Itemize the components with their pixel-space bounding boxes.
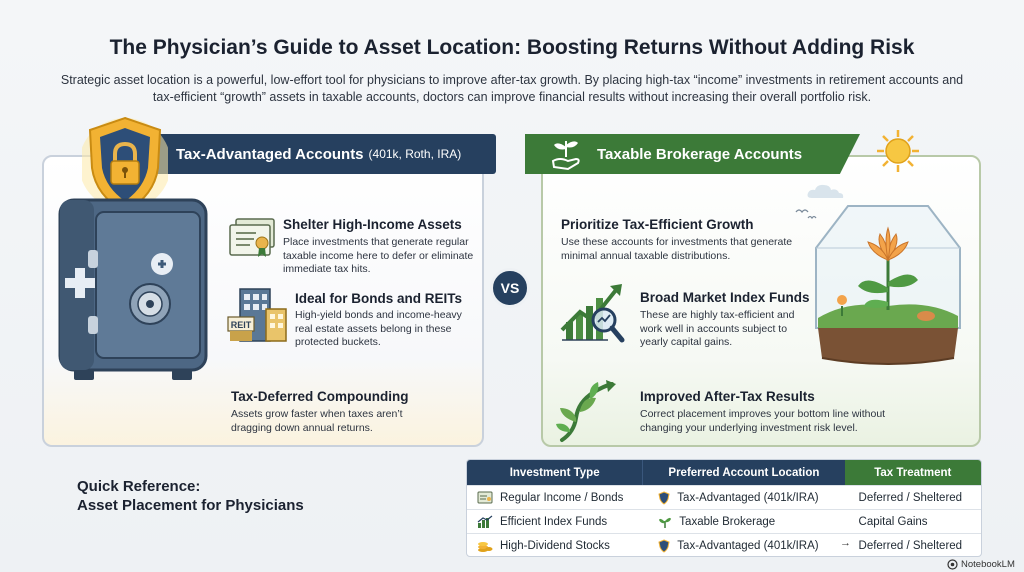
row3-arrow-icon: → <box>840 537 851 549</box>
right-item-1-heading: Prioritize Tax-Efficient Growth <box>561 217 754 232</box>
right-item-3-heading: Improved After-Tax Results <box>640 389 815 404</box>
row2-type: Efficient Index Funds <box>500 515 608 528</box>
page-title: The Physician’s Guide to Asset Location:… <box>109 36 915 59</box>
table-row: Regular Income / Bonds Tax-Advantaged (4… <box>467 485 981 509</box>
coin-stack-icon <box>477 539 493 553</box>
row1-location: Tax-Advantaged (401k/IRA) <box>677 491 819 504</box>
quick-reference-title-line1: Quick Reference: <box>77 478 201 495</box>
left-item-1-body: Place investments that generate regular … <box>283 236 474 275</box>
row2-treatment: Capital Gains <box>858 515 928 528</box>
tax-advantaged-title-suffix: (401k, Roth, IRA) <box>368 147 462 161</box>
reit-building-icon: REIT <box>227 288 287 342</box>
row3-location: Tax-Advantaged (401k/IRA) <box>677 539 819 552</box>
table-row: High-Dividend Stocks Tax-Advantaged (401… <box>467 533 981 556</box>
hand-plant-icon <box>551 141 580 171</box>
left-item-1-heading: Shelter High-Income Assets <box>283 217 462 232</box>
right-item-2-heading: Broad Market Index Funds <box>640 290 810 305</box>
tax-advantaged-banner: Tax-Advantaged Accounts (401k, Roth, IRA… <box>150 134 496 174</box>
header-preferred-location: Preferred Account Location <box>642 460 845 485</box>
row2-location: Taxable Brokerage <box>679 515 776 528</box>
notebooklm-logo-icon <box>947 559 958 570</box>
sprout-vine-icon <box>556 380 616 442</box>
notebooklm-badge: NotebookLM <box>947 559 1015 570</box>
right-item-2-body: These are highly tax-efficient and work … <box>640 309 795 348</box>
growth-chart-magnifier-icon <box>560 284 625 343</box>
taxable-brokerage-banner: Taxable Brokerage Accounts <box>525 134 860 174</box>
row3-type: High-Dividend Stocks <box>500 539 610 552</box>
left-item-2-body: High-yield bonds and income-heavy real e… <box>295 309 462 348</box>
table-row: Efficient Index Funds Taxable Brokerage … <box>467 509 981 533</box>
bar-chart-icon <box>477 515 493 528</box>
row3-treatment: Deferred / Sheltered <box>858 539 963 552</box>
birds-icon <box>795 209 817 220</box>
row1-type: Regular Income / Bonds <box>500 491 624 504</box>
asset-placement-table: Investment Type Preferred Account Locati… <box>466 459 982 557</box>
terrarium-plant-icon <box>815 205 961 365</box>
quick-reference-title: Quick Reference: Asset Placement for Phy… <box>77 477 304 515</box>
shield-icon <box>658 538 670 553</box>
safe-vault-icon <box>58 198 208 380</box>
left-item-3-heading: Tax-Deferred Compounding <box>231 389 409 404</box>
shield-icon <box>658 490 670 505</box>
row1-treatment: Deferred / Sheltered <box>858 491 963 504</box>
shield-lock-icon <box>82 116 168 214</box>
cloud-icon <box>807 184 844 198</box>
page-subtitle: Strategic asset location is a powerful, … <box>60 73 964 104</box>
taxable-brokerage-title: Taxable Brokerage Accounts <box>597 145 803 163</box>
sprout-icon <box>658 515 672 529</box>
right-item-1-body: Use these accounts for investments that … <box>561 236 793 262</box>
tax-advantaged-title: Tax-Advantaged Accounts <box>176 145 364 163</box>
versus-badge: VS <box>490 268 530 308</box>
table-header-row: Investment Type Preferred Account Locati… <box>467 460 981 485</box>
header-investment-type: Investment Type <box>467 460 643 485</box>
certificate-icon <box>229 218 275 257</box>
header-tax-treatment: Tax Treatment <box>844 460 981 485</box>
sun-icon <box>877 130 919 172</box>
quick-reference-title-line2: Asset Placement for Physicians <box>77 497 304 514</box>
notebooklm-label: NotebookLM <box>961 559 1015 570</box>
left-item-3-body: Assets grow faster when taxes aren’t dra… <box>231 408 403 434</box>
left-item-2-heading: Ideal for Bonds and REITs <box>295 291 463 306</box>
reit-sign-label: REIT <box>231 320 252 330</box>
bond-certificate-icon <box>477 491 493 504</box>
right-item-3-body: Correct placement improves your bottom l… <box>640 408 886 434</box>
